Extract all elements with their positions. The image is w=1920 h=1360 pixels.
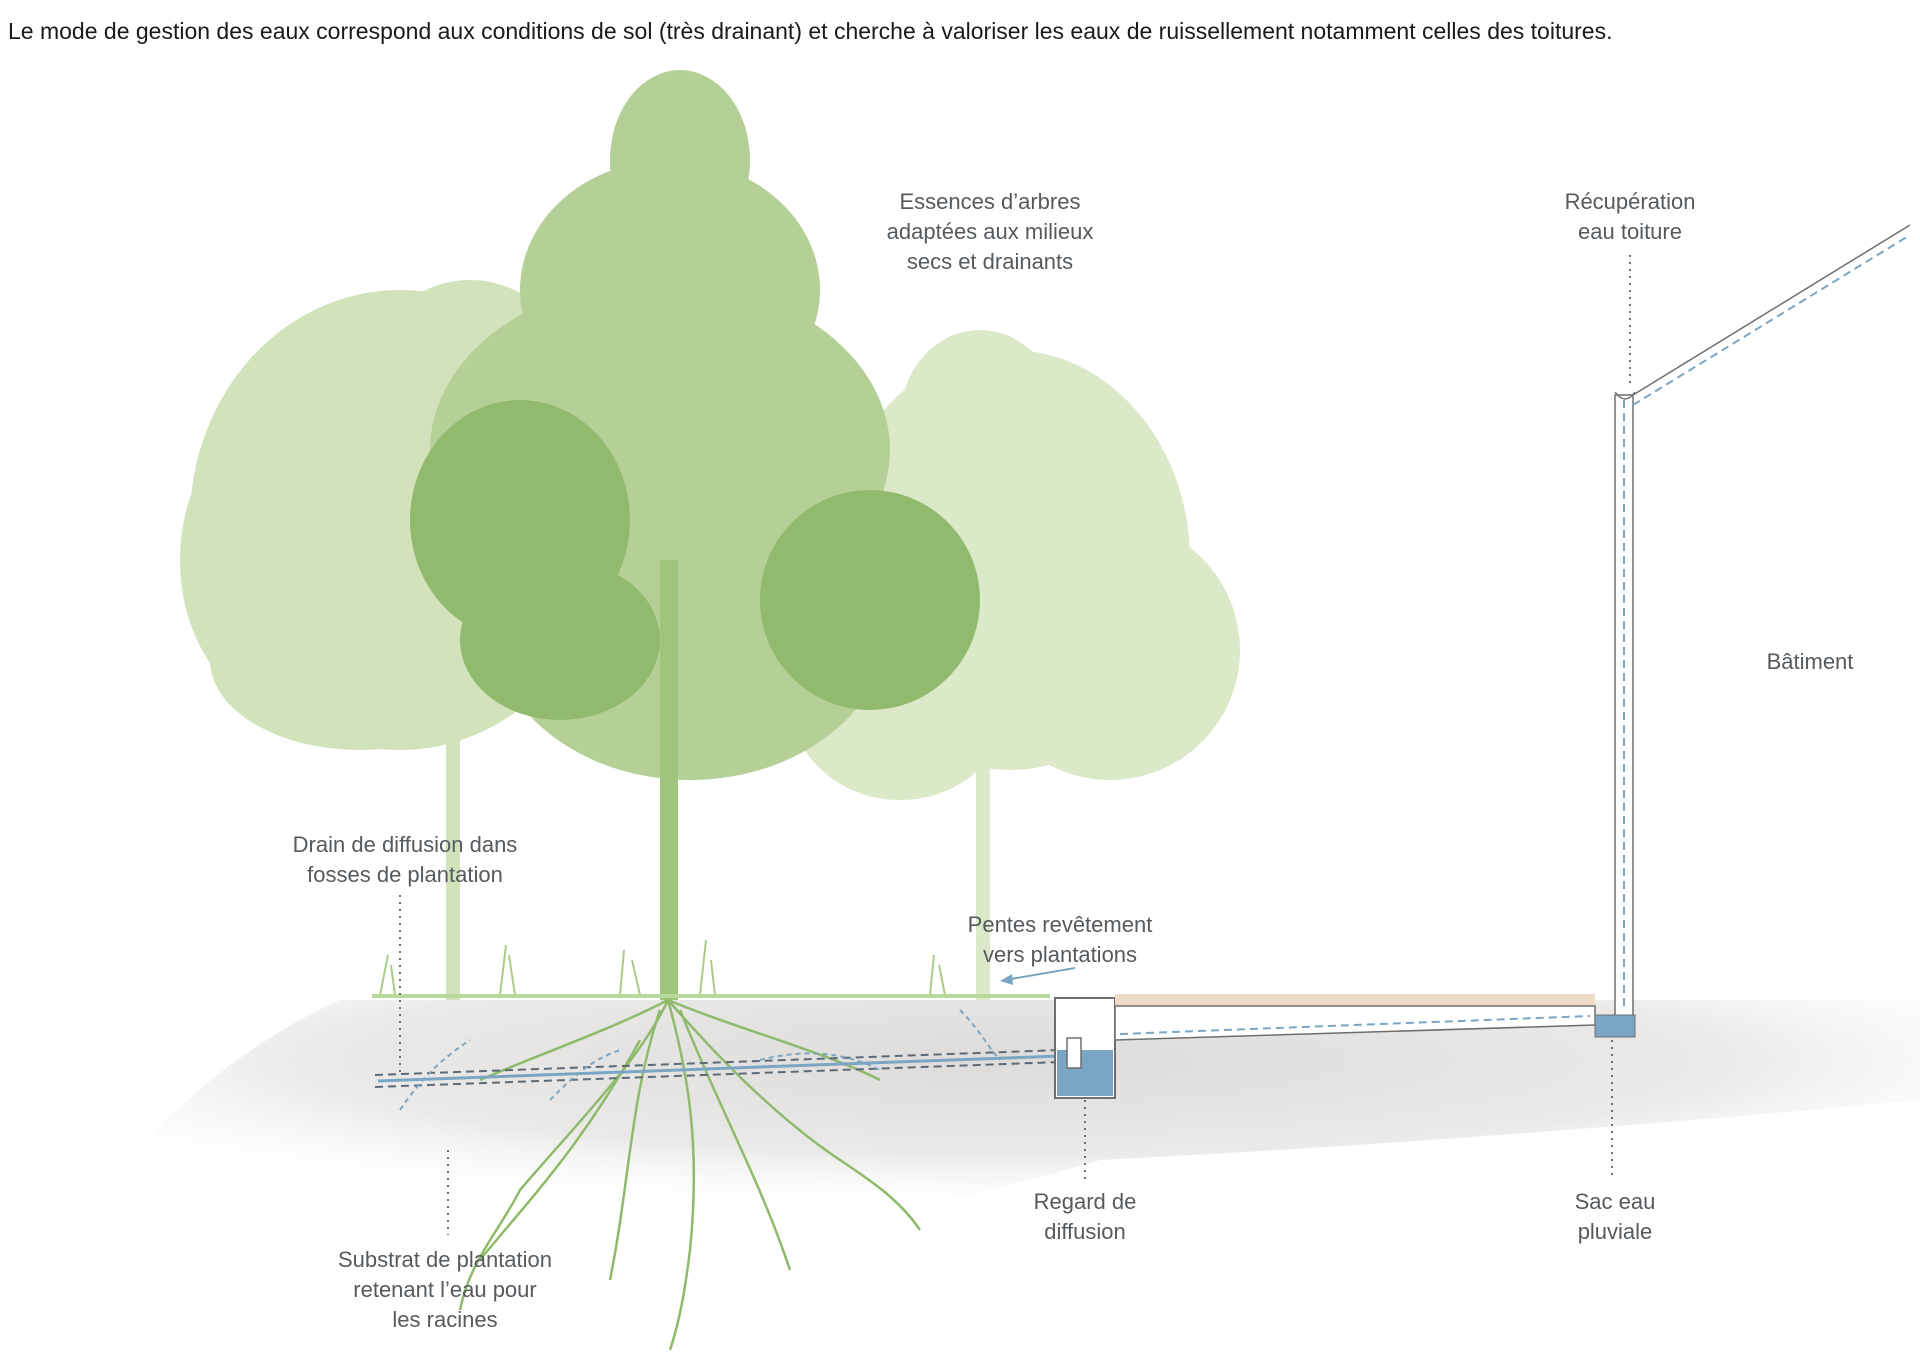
tree-main [410,70,980,1000]
water-diffusion-arrows [399,1009,1001,1111]
manhole-diffusion [1054,997,1116,1099]
rain-bag [1594,1014,1636,1038]
diffusion-drain [374,1049,1061,1088]
paving-slab [1114,994,1596,1041]
tree-roots [458,998,922,1351]
label-building: Bâtiment [1766,649,1854,674]
slope-arrow [1000,967,1076,985]
building-wall [1614,224,1911,1036]
soil-substrate [110,1000,1920,1242]
intro-text: Le mode de gestion des eaux correspond a… [8,18,1613,44]
ground-grass [379,939,946,996]
leader-lines [399,255,1631,1235]
